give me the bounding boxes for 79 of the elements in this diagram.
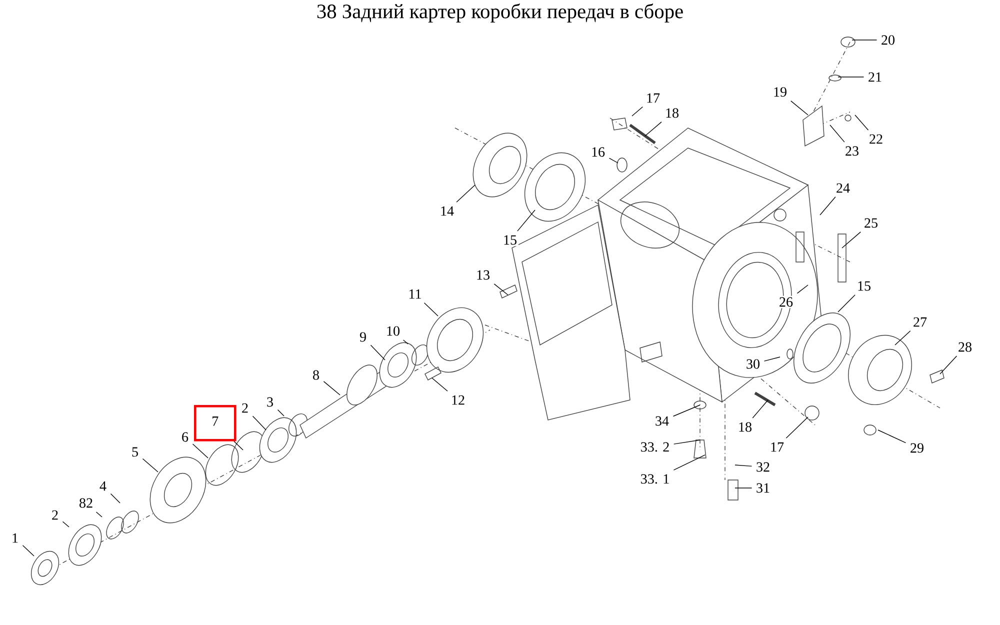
leader-line	[608, 158, 618, 164]
callout-number: 26	[778, 296, 794, 308]
callout-number: 19	[772, 86, 788, 98]
callout-number: 18	[664, 106, 680, 120]
leader-line	[764, 356, 780, 362]
leader-line	[403, 340, 408, 344]
callout-number: 34	[654, 414, 670, 428]
callout-number: 27	[912, 316, 928, 328]
leader-line	[192, 444, 208, 458]
leader-line	[940, 356, 958, 374]
callout-number: 33. 2	[638, 440, 672, 454]
callout-number: 4	[98, 480, 108, 492]
leader-line	[820, 196, 836, 216]
callout-number: 24	[834, 182, 852, 194]
callout-number: 21	[866, 70, 884, 84]
leader-line	[22, 544, 34, 556]
callout-number: 5	[130, 446, 140, 458]
leader-line	[672, 404, 700, 417]
callout-number: 15	[502, 234, 518, 246]
leader-line	[424, 302, 438, 316]
leader-line	[234, 440, 244, 450]
callout-number: 82	[78, 496, 94, 510]
leader-line	[96, 512, 102, 518]
callout-number: 1	[10, 532, 20, 544]
callout-number: 22	[868, 132, 884, 146]
leader-line	[838, 76, 864, 78]
leader-line	[323, 381, 340, 396]
leader-line	[494, 284, 508, 296]
callout-number: 32	[754, 460, 772, 474]
leader-line	[894, 330, 911, 346]
leader-line	[517, 210, 536, 232]
callout-number: 30	[744, 358, 762, 370]
callout-number: 2	[240, 402, 250, 414]
leader-line	[277, 409, 284, 416]
leader-line	[786, 416, 808, 438]
callout-number: 13	[474, 268, 492, 282]
leader-line	[142, 458, 158, 472]
callout-number: 14	[438, 204, 456, 218]
callout-number: 3	[265, 396, 275, 408]
callout-number: 9	[358, 330, 368, 344]
title: 38 Задний картер коробки передач в сборе	[317, 4, 683, 22]
leader-line	[456, 184, 476, 202]
leader-line	[644, 122, 662, 136]
leader-line	[110, 493, 120, 504]
leader-line	[734, 464, 752, 467]
callout-number: 12	[450, 394, 466, 406]
leader-line	[673, 454, 706, 470]
callout-number: 8	[311, 368, 321, 382]
callout-number: 31	[754, 482, 772, 494]
leader-line	[796, 284, 808, 294]
callout-number: 6	[180, 430, 190, 444]
leader-line	[790, 100, 808, 116]
leader-line	[842, 232, 861, 248]
callout-number: 17	[768, 440, 786, 454]
callout-number: 23	[844, 144, 860, 158]
leader-line	[252, 416, 266, 430]
callout-number: 28	[956, 340, 974, 354]
highlight-box: 7	[194, 405, 236, 442]
leader-line	[830, 124, 845, 142]
leader-line	[854, 114, 869, 130]
callout-number: 11	[406, 288, 424, 300]
callout-number: 29	[908, 442, 926, 454]
callout-number: 15	[856, 280, 872, 292]
leader-line	[432, 378, 448, 392]
callout-number: 20	[880, 34, 896, 46]
callout-number: 25	[862, 216, 880, 230]
callout-number: 18	[736, 420, 754, 434]
callout-number: 33. 1	[638, 472, 672, 486]
leader-line	[752, 400, 768, 418]
callout-number: 17	[644, 92, 662, 104]
callout-number: 2	[50, 508, 60, 522]
leader-line	[370, 344, 386, 360]
leader-line	[674, 440, 700, 444]
leader-line	[878, 430, 906, 444]
leader-line	[632, 106, 644, 116]
leader-line	[838, 294, 856, 312]
callout-number: 10	[384, 324, 402, 338]
callout-number: 16	[590, 146, 606, 158]
leader-line	[62, 521, 70, 528]
